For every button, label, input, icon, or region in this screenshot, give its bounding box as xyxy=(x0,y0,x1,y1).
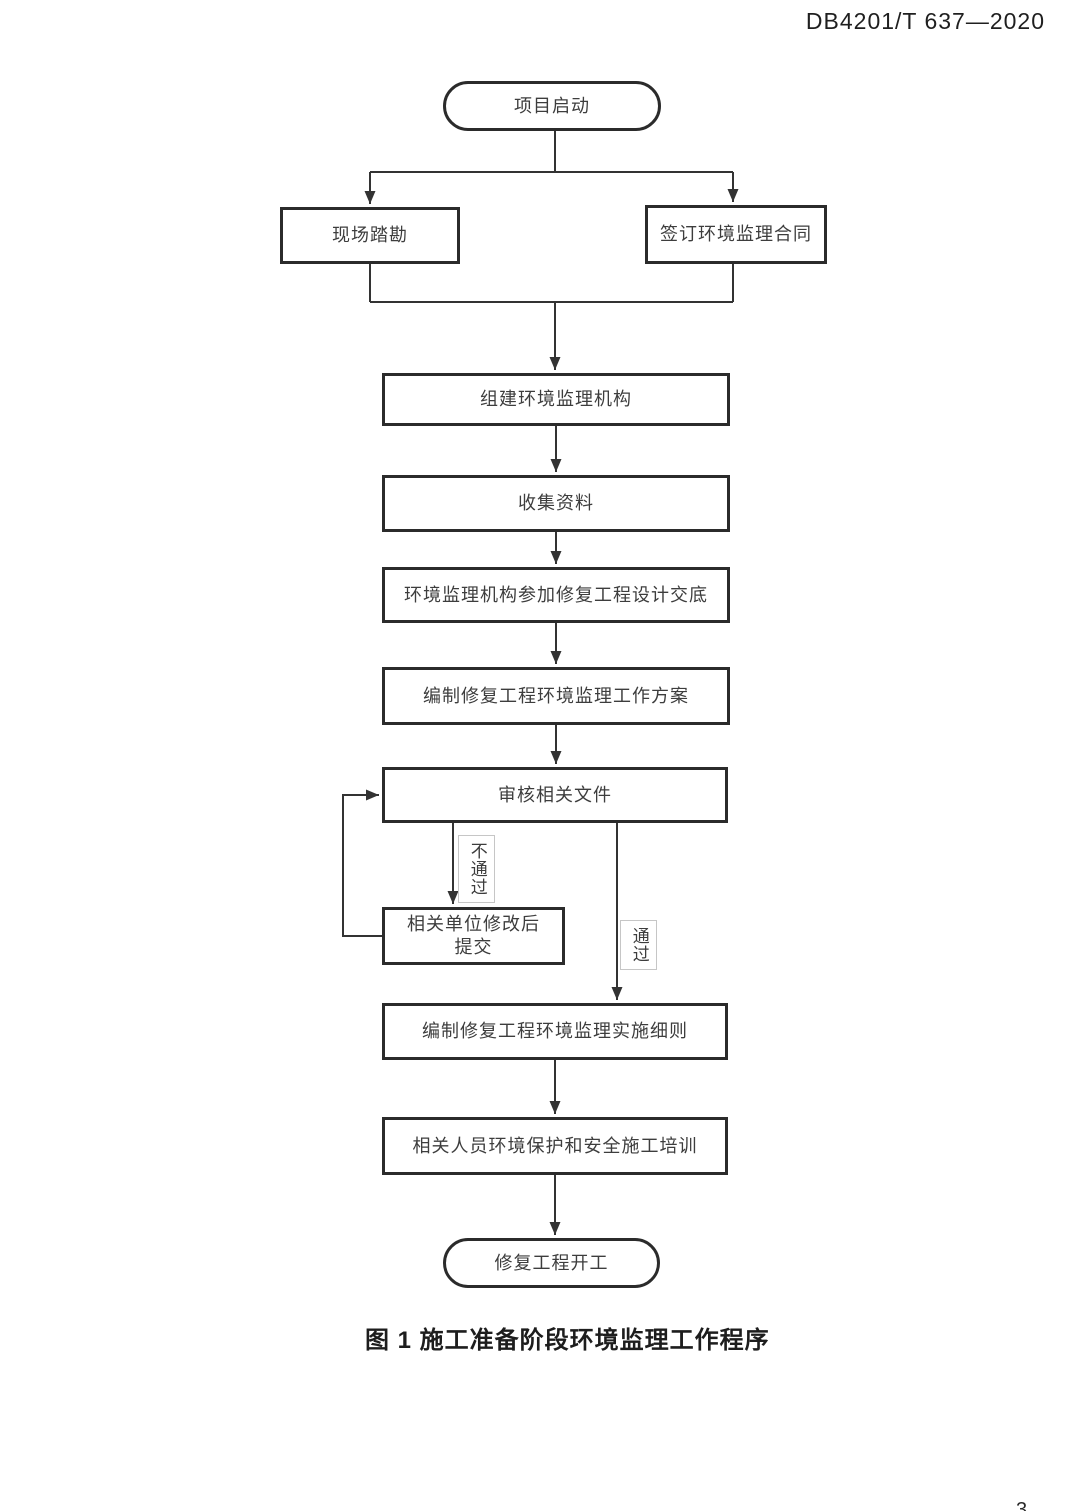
node-start: 项目启动 xyxy=(443,81,661,131)
node-setup-org: 组建环境监理机构 xyxy=(382,373,730,426)
node-collect-data: 收集资料 xyxy=(382,475,730,532)
node-work-plan: 编制修复工程环境监理工作方案 xyxy=(382,667,730,725)
node-sign-contract: 签订环境监理合同 xyxy=(645,205,827,264)
edge-label-pass: 通过 xyxy=(620,920,657,970)
edge-label-fail: 不通过 xyxy=(458,835,495,903)
page-number: 3 xyxy=(1016,1499,1028,1511)
node-impl-rules: 编制修复工程环境监理实施细则 xyxy=(382,1003,728,1060)
edge-feedback-loop xyxy=(342,789,382,937)
node-end: 修复工程开工 xyxy=(443,1238,660,1288)
node-revise-resubmit: 相关单位修改后 提交 xyxy=(382,907,565,965)
node-training: 相关人员环境保护和安全施工培训 xyxy=(382,1117,728,1175)
node-review-docs: 审核相关文件 xyxy=(382,767,728,823)
figure-caption: 图 1 施工准备阶段环境监理工作程序 xyxy=(365,1327,770,1354)
node-site-survey: 现场踏勘 xyxy=(280,207,460,264)
node-design-disclosure: 环境监理机构参加修复工程设计交底 xyxy=(382,567,730,623)
standard-number: DB4201/T 637—2020 xyxy=(805,8,1045,34)
